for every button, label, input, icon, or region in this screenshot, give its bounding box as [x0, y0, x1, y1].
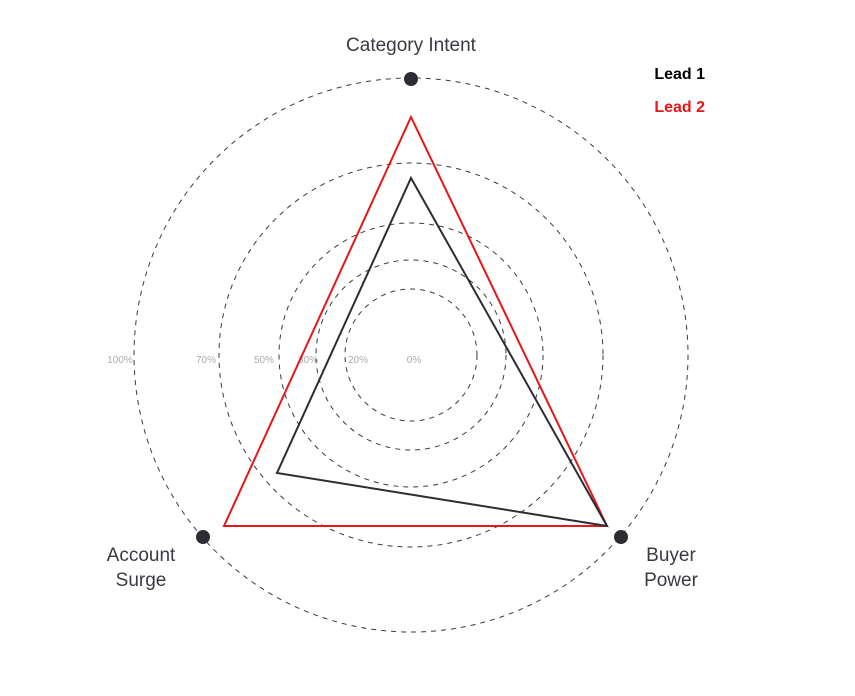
legend: Lead 1 Lead 2 [654, 66, 705, 116]
grid-ring-2 [278, 222, 544, 488]
series-lead-1 [275, 175, 609, 528]
grid-ring-0 [344, 288, 478, 422]
axis-label-line: Buyer [646, 545, 696, 566]
axis-label-category-intent: Category Intent [346, 35, 477, 56]
legend-item-lead-1: Lead 1 [654, 66, 705, 83]
tick-label-30: 30% [298, 355, 318, 366]
grid-ring-3 [218, 162, 604, 548]
tick-label-0: 0% [407, 355, 422, 366]
tick-label-100: 100% [107, 355, 133, 366]
axis-label-line: Power [644, 570, 699, 591]
axis-marker-buyer-power [614, 530, 628, 544]
tick-label-20: 20% [348, 355, 368, 366]
legend-item-lead-2: Lead 2 [654, 99, 705, 116]
grid-ring-1 [315, 259, 507, 451]
ring-tick-labels: 0% 20% 30% 50% 70% 100% [107, 355, 421, 366]
tick-label-70: 70% [196, 355, 216, 366]
axis-label-line: Account [107, 545, 176, 566]
axis-marker-account-surge [196, 530, 210, 544]
axis-marker-category-intent [404, 72, 418, 86]
series-lead-2 [222, 114, 609, 527]
axis-label-line: Surge [116, 570, 167, 591]
series-layer [222, 114, 609, 528]
axis-markers [196, 72, 628, 544]
tick-label-50: 50% [254, 355, 274, 366]
